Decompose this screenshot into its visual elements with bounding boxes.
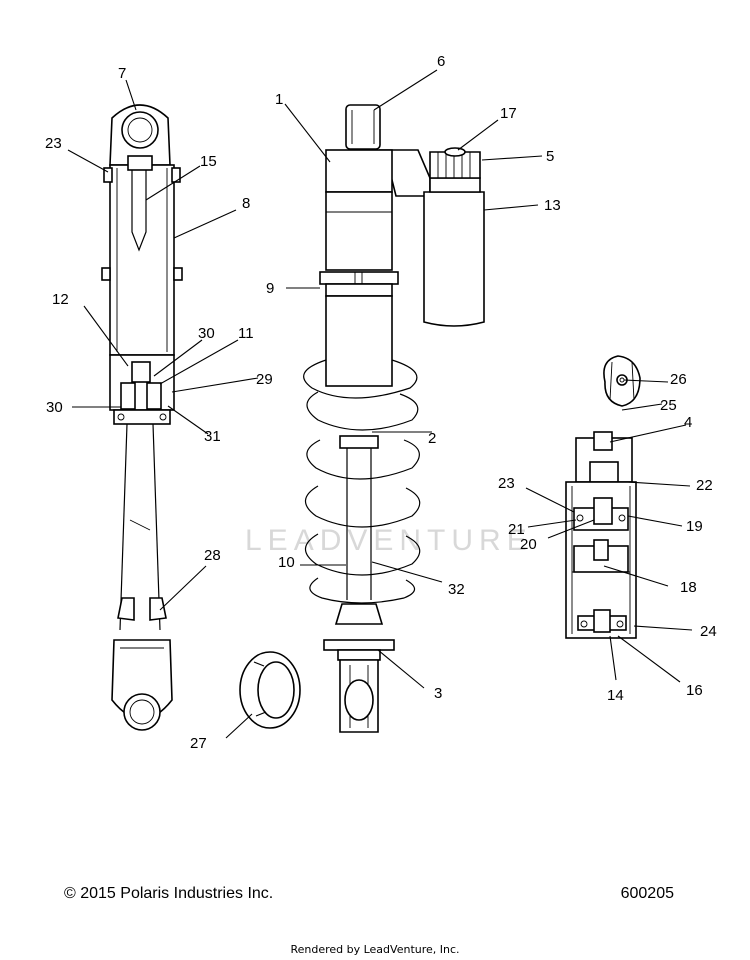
callout-23: 23: [45, 135, 62, 152]
callout-9: 9: [266, 280, 274, 297]
callout-21: 21: [508, 521, 525, 538]
callout-labels: 7 23 15 8 12 30 11 29 30 31 28 6 1 17 5 …: [45, 53, 717, 752]
callout-28: 28: [204, 547, 221, 564]
shock-parts-diagram: LEADVENTURE: [45, 53, 717, 752]
callout-8: 8: [242, 195, 250, 212]
callout-13: 13: [544, 197, 561, 214]
callout-23-reservoir: 23: [498, 475, 515, 492]
callout-16: 16: [686, 682, 703, 699]
watermark-text: LEADVENTURE: [245, 524, 533, 557]
callout-22: 22: [696, 477, 713, 494]
callout-12: 12: [52, 291, 69, 308]
copyright-text: © 2015 Polaris Industries Inc.: [64, 885, 274, 902]
leader-lines: [67, 69, 693, 739]
callout-7: 7: [118, 65, 126, 82]
callout-10: 10: [278, 554, 295, 571]
render-credit: Rendered by LeadVenture, Inc.: [290, 943, 460, 956]
callout-3: 3: [434, 685, 442, 702]
callout-5: 5: [546, 148, 554, 165]
callout-29: 29: [256, 371, 273, 388]
callout-6: 6: [437, 53, 445, 70]
callout-14: 14: [607, 687, 624, 704]
callout-4: 4: [684, 414, 692, 431]
callout-2: 2: [428, 430, 436, 447]
shock-cutaway-left: [101, 104, 183, 731]
callout-30: 30: [198, 325, 215, 342]
callout-30-lower: 30: [46, 399, 63, 416]
callout-1: 1: [275, 91, 283, 108]
callout-20: 20: [520, 536, 537, 553]
callout-24: 24: [700, 623, 717, 640]
shock-assembly-center: [303, 104, 485, 733]
callout-26: 26: [670, 371, 687, 388]
callout-15: 15: [200, 153, 217, 170]
reservoir-cutaway: [565, 431, 637, 639]
callout-25: 25: [660, 397, 677, 414]
callout-18: 18: [680, 579, 697, 596]
callout-19: 19: [686, 518, 703, 535]
spring-retainer-clip: [239, 651, 301, 729]
callout-17: 17: [500, 105, 517, 122]
callout-31: 31: [204, 428, 221, 445]
callout-27: 27: [190, 735, 207, 752]
callout-32: 32: [448, 581, 465, 598]
callout-11: 11: [238, 325, 254, 342]
diagram-number: 600205: [620, 885, 674, 902]
